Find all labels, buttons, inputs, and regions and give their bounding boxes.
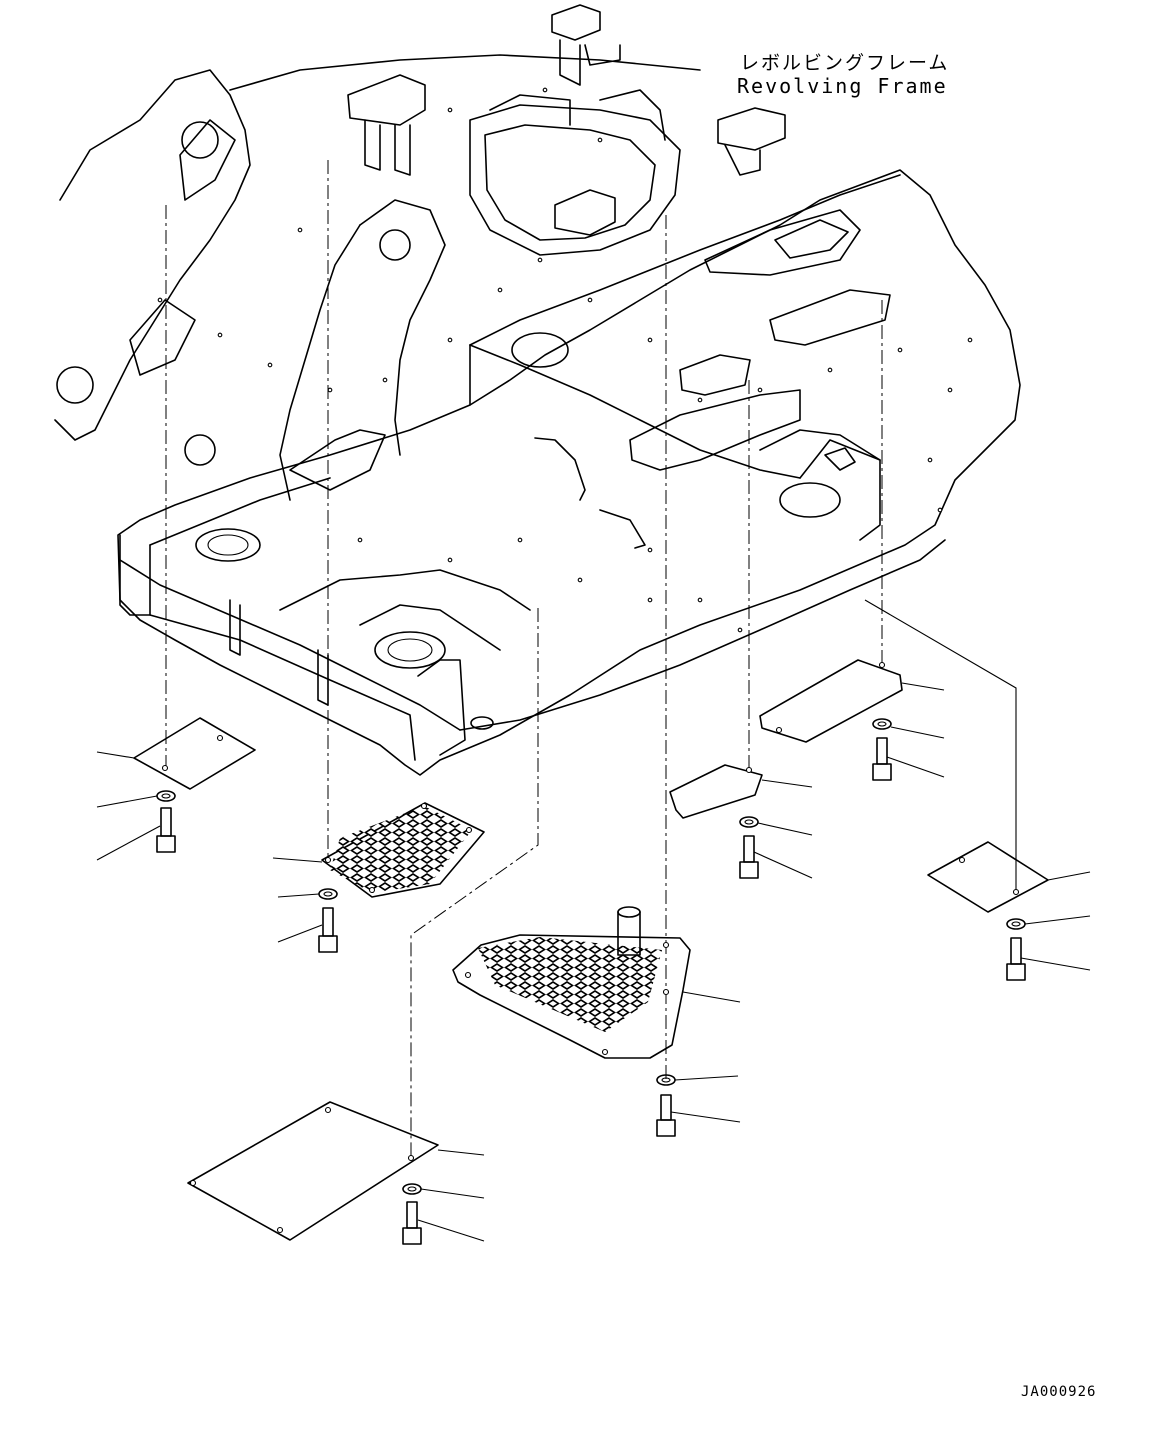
- cover-plate-right: [927, 841, 1091, 913]
- washer-center-left: [277, 888, 338, 900]
- revolving-frame: [54, 4, 1021, 776]
- bolt-left: [96, 807, 176, 861]
- assembly-center-lines: [165, 160, 883, 1158]
- cover-plate-left: [96, 717, 256, 790]
- washer-center-right: [739, 816, 813, 836]
- bolt-large-cover: [402, 1201, 485, 1245]
- washer-center: [656, 1074, 739, 1086]
- large-cover-plate: [187, 1101, 485, 1241]
- washer-left: [96, 790, 176, 808]
- right-cover-guide-line: [864, 599, 1017, 892]
- mesh-cover-left: [272, 802, 485, 898]
- washer-right: [1006, 915, 1091, 930]
- cover-plate-small: [669, 764, 813, 819]
- drawing-code: JA000926: [1021, 1384, 1097, 1400]
- washer-upper-right: [872, 718, 945, 739]
- bolt-center-left: [277, 907, 338, 953]
- bolt-center: [656, 1094, 741, 1137]
- revolving-frame-label-en: Revolving Frame: [737, 74, 948, 98]
- bolt-center-right: [739, 835, 813, 879]
- bolt-upper-right: [872, 737, 945, 781]
- revolving-frame-label-jp: レボルビングフレーム: [740, 52, 950, 74]
- mesh-cover-center: [452, 906, 741, 1059]
- deck-holes: [157, 87, 973, 633]
- cover-plate-upper-right: [759, 659, 945, 743]
- washer-large-cover: [402, 1183, 485, 1199]
- bolt-right: [1006, 937, 1091, 981]
